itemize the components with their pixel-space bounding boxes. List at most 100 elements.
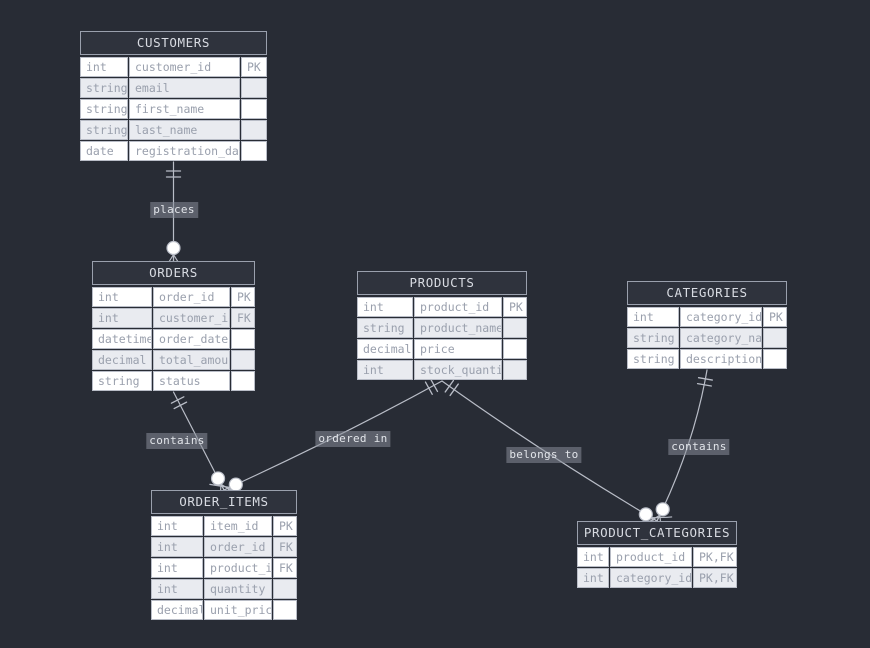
attribute-key bbox=[503, 318, 527, 338]
attribute-key bbox=[231, 350, 255, 370]
attribute-key bbox=[241, 99, 267, 119]
attribute-type: int bbox=[577, 568, 609, 588]
relationship-label-ordered_in: ordered in bbox=[315, 431, 391, 447]
attribute-type: int bbox=[577, 547, 609, 567]
attribute-key bbox=[273, 579, 297, 599]
attribute-list: intcategory_idPKstringcategory_namestrin… bbox=[627, 305, 787, 369]
attribute-name: status bbox=[153, 371, 230, 391]
attribute-type: string bbox=[80, 99, 128, 119]
relationship-label-contains_oi: contains bbox=[146, 433, 208, 449]
attribute-name: email bbox=[129, 78, 240, 98]
attribute-name: registration_date bbox=[129, 141, 240, 161]
attribute-type: datetime bbox=[92, 329, 152, 349]
attribute-key bbox=[763, 349, 787, 369]
attribute-type: string bbox=[80, 78, 128, 98]
attribute-key: PK,FK bbox=[693, 568, 737, 588]
attribute-key: PK bbox=[763, 307, 787, 327]
attribute-name: category_id bbox=[610, 568, 692, 588]
attribute-type: string bbox=[627, 328, 679, 348]
attribute-key bbox=[241, 120, 267, 140]
attribute-type: string bbox=[80, 120, 128, 140]
attribute-name: customer_id bbox=[153, 308, 230, 328]
attribute-name: product_id bbox=[204, 558, 272, 578]
attribute-type: int bbox=[92, 287, 152, 307]
attribute-name: last_name bbox=[129, 120, 240, 140]
relationship-label-places: places bbox=[150, 202, 198, 218]
attribute-type: decimal bbox=[357, 339, 413, 359]
attribute-name: order_date bbox=[153, 329, 230, 349]
attribute-name: total_amount bbox=[153, 350, 230, 370]
attribute-name: quantity bbox=[204, 579, 272, 599]
attribute-key: PK bbox=[503, 297, 527, 317]
attribute-type: string bbox=[627, 349, 679, 369]
attribute-type: decimal bbox=[151, 600, 203, 620]
attribute-name: product_id bbox=[610, 547, 692, 567]
attribute-key: FK bbox=[273, 537, 297, 557]
attribute-name: order_id bbox=[153, 287, 230, 307]
attribute-type: int bbox=[92, 308, 152, 328]
attribute-name: stock_quantity bbox=[414, 360, 502, 380]
attribute-type: string bbox=[92, 371, 152, 391]
attribute-key bbox=[503, 339, 527, 359]
attribute-key bbox=[241, 78, 267, 98]
attribute-key: FK bbox=[231, 308, 255, 328]
attribute-key bbox=[273, 600, 297, 620]
relationship-label-contains_pc: contains bbox=[668, 439, 730, 455]
attribute-name: product_name bbox=[414, 318, 502, 338]
attribute-key: FK bbox=[273, 558, 297, 578]
attribute-type: decimal bbox=[92, 350, 152, 370]
attribute-key: PK,FK bbox=[693, 547, 737, 567]
attribute-name: item_id bbox=[204, 516, 272, 536]
attribute-type: int bbox=[357, 297, 413, 317]
attribute-key: PK bbox=[241, 57, 267, 77]
attribute-list: intitem_idPKintorder_idFKintproduct_idFK… bbox=[151, 514, 297, 620]
attribute-name: category_id bbox=[680, 307, 762, 327]
attribute-name: description bbox=[680, 349, 762, 369]
attribute-type: string bbox=[357, 318, 413, 338]
attribute-name: product_id bbox=[414, 297, 502, 317]
attribute-name: customer_id bbox=[129, 57, 240, 77]
attribute-type: date bbox=[80, 141, 128, 161]
attribute-type: int bbox=[151, 579, 203, 599]
entity-title: CATEGORIES bbox=[627, 281, 787, 305]
attribute-name: unit_price bbox=[204, 600, 272, 620]
entity-title: ORDER_ITEMS bbox=[151, 490, 297, 514]
attribute-key bbox=[231, 371, 255, 391]
attribute-type: int bbox=[357, 360, 413, 380]
attribute-name: category_name bbox=[680, 328, 762, 348]
attribute-name: first_name bbox=[129, 99, 240, 119]
attribute-key: PK bbox=[231, 287, 255, 307]
attribute-name: order_id bbox=[204, 537, 272, 557]
